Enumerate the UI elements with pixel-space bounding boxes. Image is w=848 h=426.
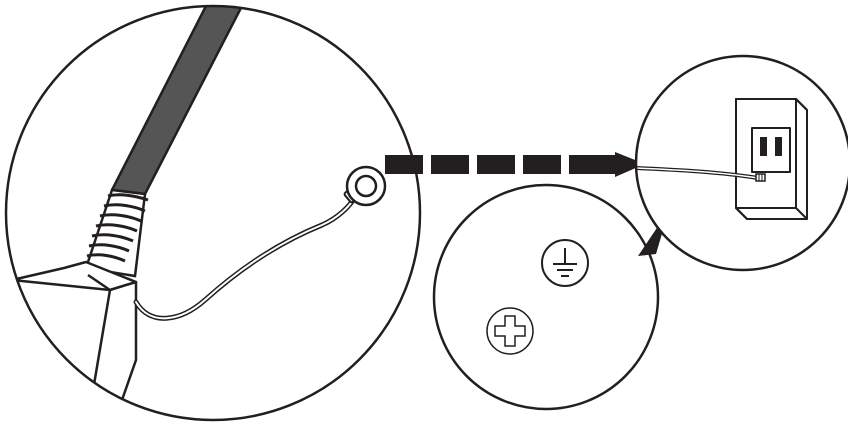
ring-terminal-icon (347, 167, 385, 205)
wall-outlet-panel (636, 56, 848, 270)
ground-symbols-circle (434, 185, 658, 409)
ground-wire (136, 197, 355, 318)
cross-screw-icon (487, 308, 533, 354)
wall-outlet-icon (736, 99, 807, 219)
ground-symbols-panel (434, 185, 669, 409)
dashed-arrow (385, 152, 645, 177)
earth-ground-icon (542, 240, 588, 286)
cable-jacket (112, 4, 243, 194)
cable-detail-panel (6, 4, 420, 420)
strain-relief-coil (86, 190, 148, 276)
